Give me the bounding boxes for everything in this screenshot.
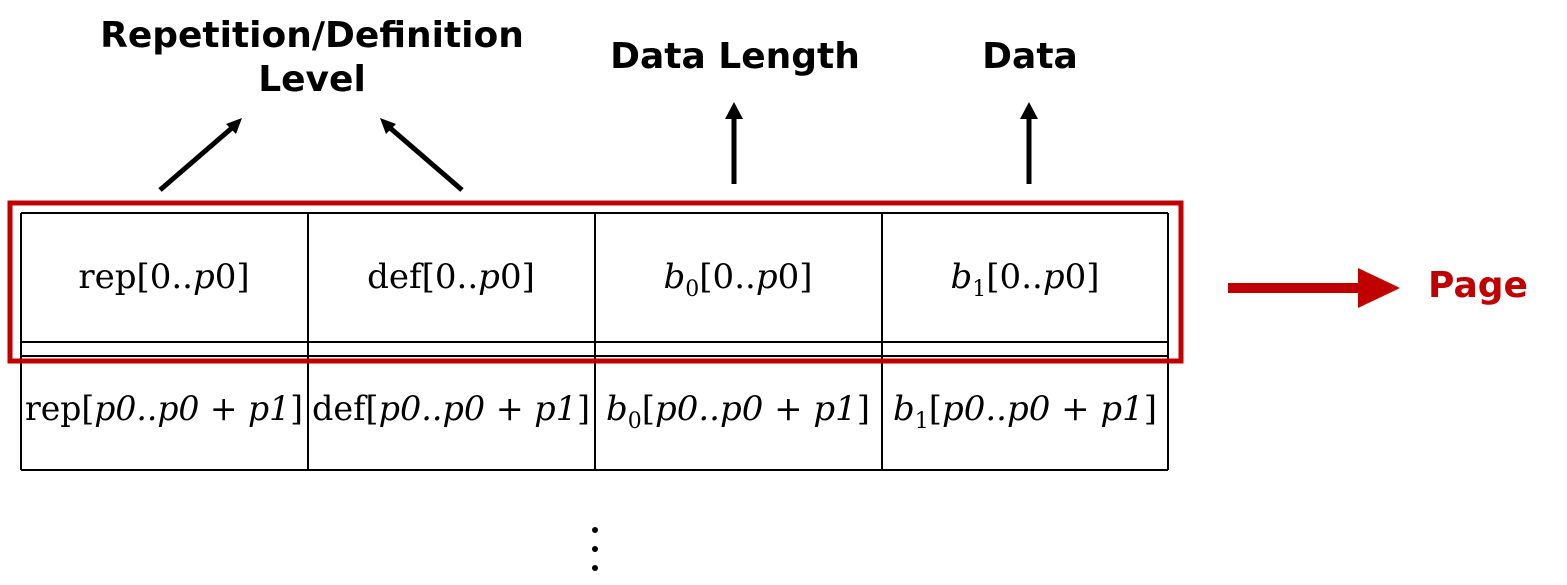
arrow-rep-level — [158, 125, 235, 192]
cell-b0-1: b0[p0..p0 + p1] — [606, 389, 870, 434]
label-repetition-definition-level: Repetition/Definition Level — [62, 14, 562, 102]
table-row-0: rep[0..p0] def[0..p0] b0[0..p0] b1[0..p0… — [78, 257, 1099, 302]
label-rep-def-line2: Level — [258, 59, 366, 100]
arrow-rep-level-head — [226, 118, 242, 134]
arrow-def-level-head — [380, 118, 396, 134]
arrow-data-head — [1020, 102, 1038, 119]
label-rep-def-line1: Repetition/Definition — [100, 15, 524, 56]
page-arrow — [1228, 268, 1400, 308]
cell-b0-0: b0[0..p0] — [664, 257, 813, 302]
page-arrow-head — [1358, 268, 1400, 308]
table-row-1: rep[p0..p0 + p1] def[p0..p0 + p1] b0[p0.… — [25, 389, 1157, 434]
label-data: Data — [982, 36, 1078, 77]
table-grid — [20, 212, 1169, 471]
ellipsis-continuation — [592, 527, 598, 571]
cell-b1-1: b1[p0..p0 + p1] — [893, 389, 1157, 434]
arrow-data-length-head — [725, 102, 743, 119]
cell-def-0: def[0..p0] — [367, 257, 535, 297]
cell-def-1: def[p0..p0 + p1] — [312, 389, 590, 429]
label-data-length: Data Length — [610, 36, 860, 77]
cell-b1-0: b1[0..p0] — [951, 257, 1100, 302]
arrows — [158, 102, 1038, 192]
ellipsis-dot-1 — [592, 527, 598, 533]
page-highlight-box — [7, 200, 1184, 364]
ellipsis-dot-2 — [592, 546, 598, 552]
arrow-def-level — [387, 125, 464, 192]
cell-rep-0: rep[0..p0] — [78, 257, 249, 297]
ellipsis-dot-3 — [592, 565, 598, 571]
cell-rep-1: rep[p0..p0 + p1] — [25, 389, 303, 429]
label-page: Page — [1428, 265, 1528, 306]
